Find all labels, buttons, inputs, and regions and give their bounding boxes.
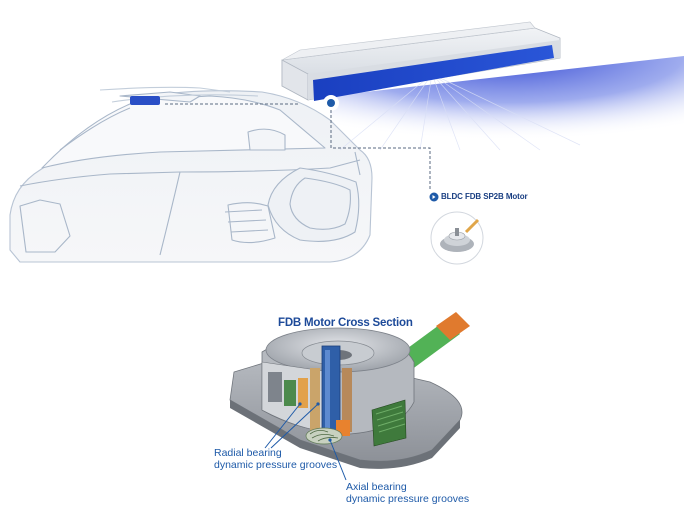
radial-bearing-label: Radial bearing dynamic pressure grooves [214,447,337,471]
leader-line-motor [330,110,431,190]
pointer-dot [316,402,320,406]
scan-beam [330,56,684,151]
windshield-sensor [130,96,160,105]
axial-bearing-label-line2: dynamic pressure grooves [346,493,470,506]
motor-thumbnail [430,211,484,265]
axial-bearing-label: Axial bearing dynamic pressure grooves [346,481,469,505]
callout-node [323,95,339,111]
pointer-dot [298,402,302,406]
radial-bearing-label-line2: dynamic pressure grooves [214,459,338,472]
vehicle-outline [9,86,373,263]
cable-connector [436,312,470,340]
pointer-dot [328,438,332,442]
cross-section-title: FDB Motor Cross Section [278,317,413,329]
motor-cross-section [229,312,470,469]
axial-groove-disc [305,427,343,445]
label-pointers [264,403,347,481]
bullet-icon [429,192,439,202]
lidar-device [281,21,561,101]
motor-model-label: BLDC FDB SP2B Motor [441,192,528,201]
axial-bearing-label-line1: Axial bearing [346,481,407,493]
radial-bearing-label-line1: Radial bearing [214,447,282,459]
